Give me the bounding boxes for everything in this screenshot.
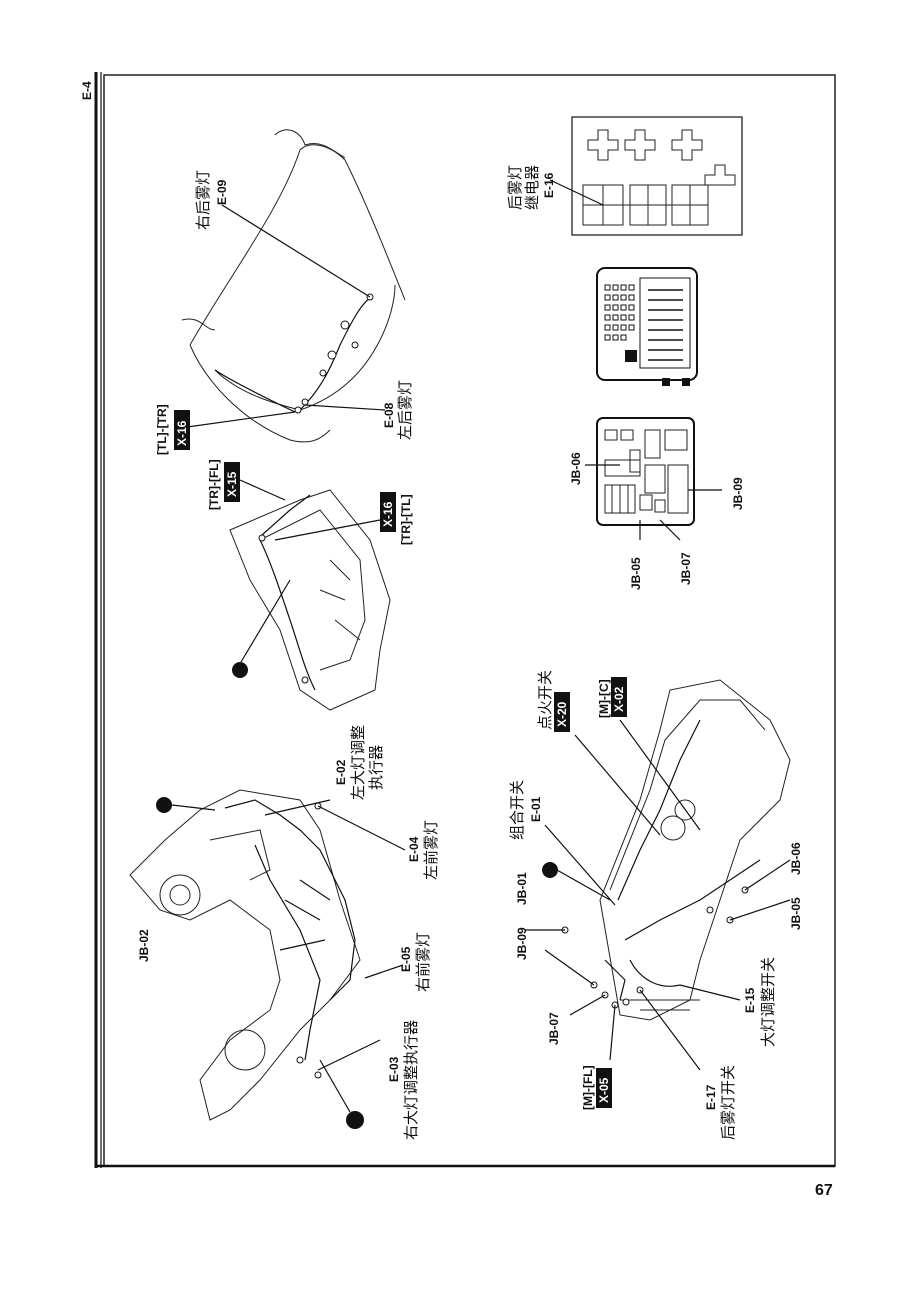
e15-name: 大灯调整开关 [759,957,777,1047]
combo-switch-name: 组合开关 [508,780,526,840]
junction-block-drawing [596,417,695,526]
e05-name: 右前雾灯 [414,932,432,992]
jb07-label-b: JB-07 [547,1012,561,1045]
connector-x15: X-15 [225,471,239,497]
e08-name: 左后雾灯 [396,380,414,440]
jb09-label-b: JB-09 [515,927,529,960]
jb05-label-a: JB-05 [629,557,643,590]
e01-code: E-01 [529,796,543,822]
connector-x20: X-20 [555,701,569,727]
page-frame [94,72,836,1168]
section-code: E-4 [80,81,94,100]
relay-block-drawing [571,116,743,236]
e02-name-1: 左大灯调整 [349,725,367,800]
e17-code: E-17 [704,1084,718,1110]
rear-floor-drawing [229,489,391,711]
connector-tr-tl: [TR]-[TL] [399,494,413,545]
e05-code: E-05 [399,946,413,972]
ignition-switch-name: 点火开关 [536,670,554,730]
page-number: 67 [815,1182,833,1199]
connector-x16-a: X-16 [175,420,189,446]
connector-x02: X-02 [612,686,626,712]
front-end-drawing [129,789,361,1121]
e04-name: 左前雾灯 [422,820,440,880]
e16-name-2: 继电器 [523,165,541,210]
connector-m-c: [M]-[C] [597,679,611,718]
e09-code: E-09 [215,179,229,205]
e02-code: E-02 [334,759,348,785]
fuse-box-drawing [596,267,698,386]
e15-code: E-15 [743,987,757,1013]
jb05-label-b: JB-05 [789,897,803,930]
rear-hatch-drawing [181,129,406,443]
jb06-label-a: JB-06 [569,452,583,485]
dashboard-drawing [561,679,791,1021]
jb09-label-a: JB-09 [731,477,745,510]
connector-tl-tr: [TL]-[TR] [155,404,169,455]
e09-name: 右后雾灯 [194,170,212,230]
jb07-label-a: JB-07 [679,552,693,585]
connector-tr-fl: [TR]-[FL] [207,459,221,510]
jb02-label: JB-02 [137,929,151,962]
e08-code: E-08 [382,402,396,428]
connector-x05: X-05 [597,1077,611,1103]
e04-code: E-04 [407,836,421,862]
jb06-label-b: JB-06 [789,842,803,875]
connector-x16-b: X-16 [381,501,395,527]
e17-name: 后雾灯开关 [719,1065,737,1140]
e02-name-2: 执行器 [367,745,385,790]
e16-name-1: 后雾灯 [506,165,524,210]
connector-m-fl: [M]-[FL] [581,1065,595,1110]
e03-code: E-03 [387,1056,401,1082]
e16-code: E-16 [542,172,556,198]
jb01-label: JB-01 [515,872,529,905]
e03-name: 右大灯调整执行器 [402,1020,420,1140]
